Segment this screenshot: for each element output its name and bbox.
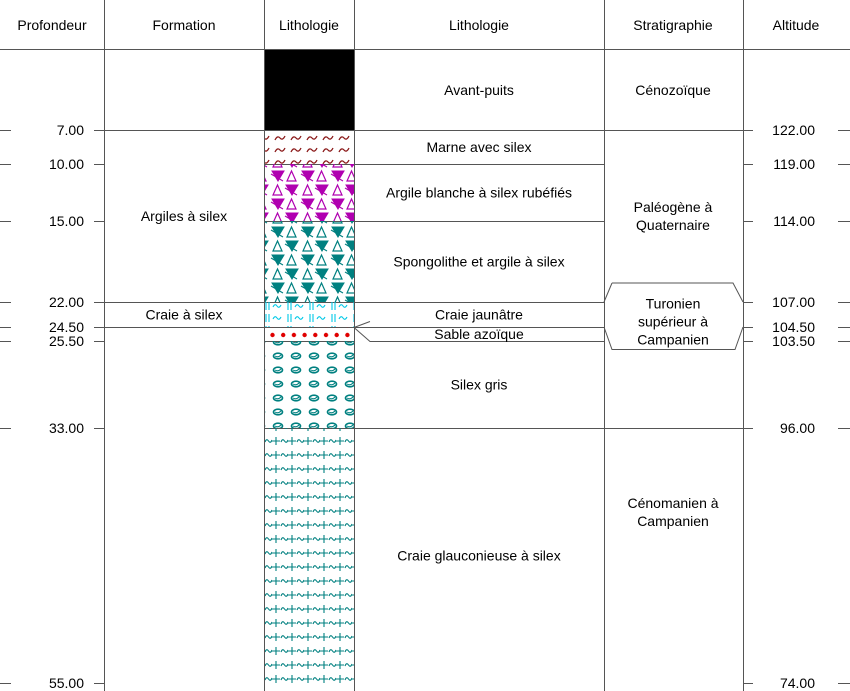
lithology-column	[265, 50, 354, 683]
header-row: Profondeur Formation Lithologie Litholog…	[17, 17, 819, 33]
depth-label: 55.00	[49, 675, 84, 691]
header-lithology-column: Lithologie	[279, 17, 339, 33]
header-lithology-description: Lithologie	[449, 17, 509, 33]
stratigraphy-label: Cénomanien à	[627, 495, 718, 511]
lithology-label: Avant-puits	[444, 82, 514, 98]
altitude-label: 114.00	[773, 213, 815, 229]
layer-separators	[104, 130, 744, 429]
depth-label: 15.00	[49, 213, 84, 229]
header-depth: Profondeur	[17, 17, 87, 33]
strat-boundary	[603, 282, 744, 350]
altitude-label: 74.00	[780, 675, 815, 691]
altitude-label: 96.00	[780, 420, 815, 436]
header-altitude: Altitude	[773, 17, 820, 33]
depth-label: 10.00	[49, 156, 84, 172]
lithology-label: Sable azoïque	[434, 326, 524, 342]
altitude-label: 119.00	[773, 156, 815, 172]
lithology-label: Craie jaunâtre	[435, 307, 523, 323]
altitude-label: 107.00	[772, 294, 815, 310]
depth-label: 33.00	[49, 420, 84, 436]
lithology-label: Craie glauconieuse à silex	[397, 548, 560, 564]
altitude-label: 103.50	[772, 333, 815, 349]
lithology-fill-triangles-magenta	[265, 164, 354, 221]
stratigraphy-label: Quaternaire	[636, 217, 710, 233]
lithology-fill-nodules-teal	[265, 341, 354, 428]
formation-label: Argiles à silex	[141, 208, 227, 224]
lithology-label: Argile blanche à silex rubéfiés	[386, 185, 572, 201]
lithology-label: Silex gris	[451, 377, 508, 393]
lithology-label: Marne avec silex	[426, 139, 531, 155]
stratigraphy-label: supérieur à	[638, 314, 708, 330]
stratigraphy-label: Turonien	[646, 296, 701, 312]
lithology-fill-triangles-teal	[265, 221, 354, 302]
altitude-label: 122.00	[772, 122, 815, 138]
depth-label: 25.50	[49, 333, 84, 349]
altitude-label: 104.50	[772, 319, 815, 335]
lithology-fill-plus-tilde-teal	[265, 428, 354, 683]
header-stratigraphy: Stratigraphie	[633, 17, 713, 33]
lithology-fill-bars-cyan	[265, 302, 354, 327]
layer-boundary	[353, 321, 604, 342]
depth-label: 7.00	[57, 122, 84, 138]
stratigraphy-label: Paléogène à	[634, 199, 713, 215]
lithology-fill-solid-black	[265, 50, 354, 130]
depth-label: 24.50	[49, 319, 84, 335]
lithology-fill-tilde-brown	[265, 130, 354, 164]
stratigraphy-label: Campanien	[637, 332, 709, 348]
stratigraphy-label: Cénozoïque	[635, 82, 711, 98]
stratigraphy-label: Campanien	[637, 513, 709, 529]
lithology-fill-dots-red	[265, 327, 354, 341]
depth-label: 22.00	[49, 294, 84, 310]
formation-label: Craie à silex	[145, 307, 222, 323]
lithology-label: Spongolithe et argile à silex	[393, 254, 564, 270]
header-formation: Formation	[152, 17, 215, 33]
